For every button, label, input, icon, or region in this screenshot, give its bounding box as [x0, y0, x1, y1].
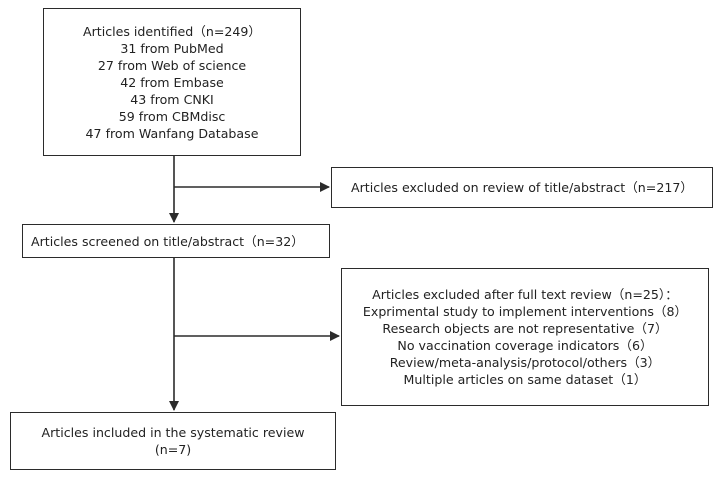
identified-line-1: 31 from PubMed: [120, 40, 224, 56]
included-line-1: (n=7): [154, 442, 192, 457]
excluded-fulltext-box: Articles excluded after full text review…: [341, 268, 709, 406]
identified-line-0: Articles identified（n=249）: [82, 23, 262, 39]
identified-box: Articles identified（n=249） 31 from PubMe…: [43, 8, 301, 156]
excluded-fulltext-line-3: No vaccination coverage indicators（6）: [397, 338, 653, 353]
excluded-title-box: Articles excluded on review of title/abs…: [331, 167, 713, 208]
identified-line-5: 59 from CBMdisc: [118, 108, 226, 124]
identified-line-2: 27 from Web of science: [97, 57, 247, 73]
screened-text: Articles screened on title/abstract（n=32…: [31, 233, 304, 249]
identified-line-3: 42 from Embase: [120, 74, 224, 90]
included-box: Articles included in the systematic revi…: [10, 412, 336, 470]
identified-line-6: 47 from Wanfang Database: [85, 125, 259, 141]
included-line-0: Articles included in the systematic revi…: [41, 425, 305, 440]
excluded-fulltext-line-2: Research objects are not representative（…: [382, 321, 668, 336]
identified-line-4: 43 from CNKI: [130, 91, 214, 107]
screened-box: Articles screened on title/abstract（n=32…: [22, 224, 330, 258]
excluded-fulltext-line-1: Exprimental study to implement intervent…: [362, 304, 688, 319]
excluded-title-text: Articles excluded on review of title/abs…: [351, 180, 693, 195]
excluded-fulltext-line-4: Review/meta-analysis/protocol/others（3）: [389, 355, 661, 370]
excluded-fulltext-line-5: Multiple articles on same dataset（1）: [403, 372, 647, 387]
excluded-fulltext-line-0: Articles excluded after full text review…: [372, 287, 678, 302]
